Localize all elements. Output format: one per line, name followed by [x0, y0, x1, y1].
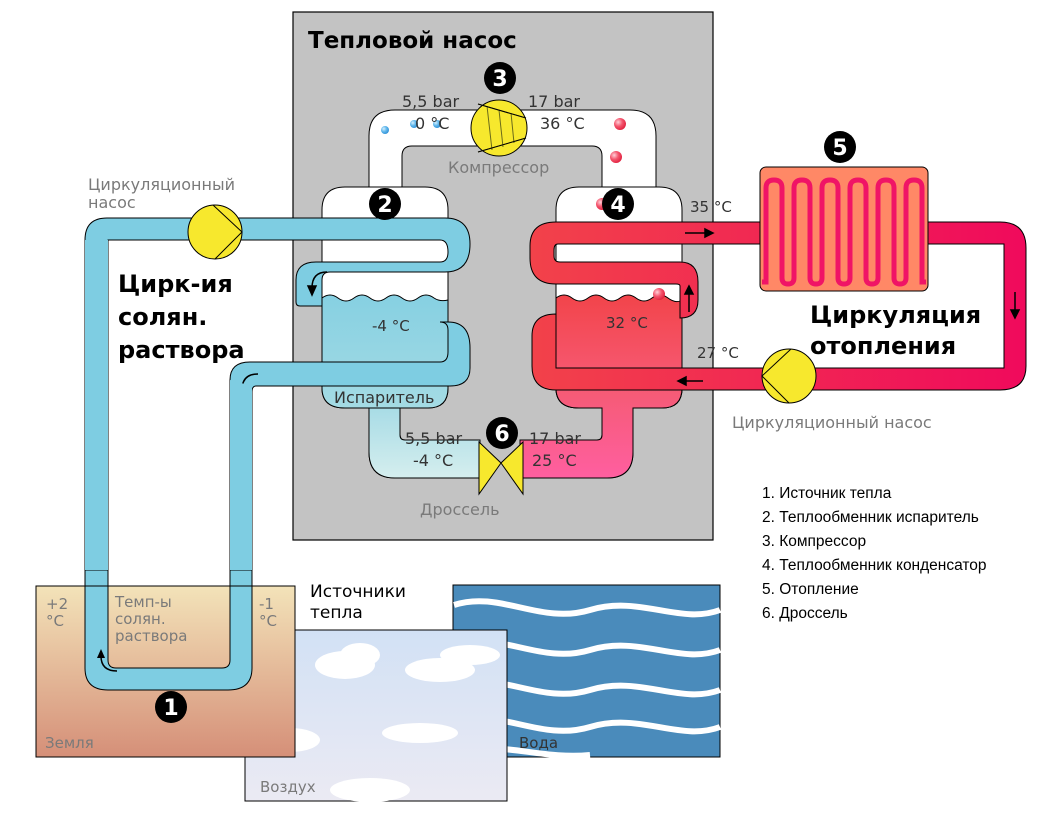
- ground-temp-out-unit: °C: [259, 612, 277, 630]
- compressor-icon: [470, 99, 528, 157]
- svg-text:6: 6: [494, 422, 509, 447]
- legend-item: 4. Теплообменник конденсатор: [762, 557, 987, 574]
- compressor-low-pressure: 5,5 bar: [402, 92, 459, 111]
- throttle-high-pressure: 17 bar: [529, 429, 581, 448]
- badge-6: 6: [486, 417, 518, 449]
- compressor-high-pressure: 17 bar: [528, 92, 580, 111]
- svg-text:2: 2: [377, 193, 392, 218]
- throttle-valve-icon: [478, 440, 524, 496]
- radiator-coil: [762, 177, 926, 287]
- refrigerant-particle-hot: [614, 118, 626, 130]
- heating-supply-temp: 35 °C: [690, 198, 732, 216]
- evaporator-outlet: [368, 407, 481, 479]
- radiator: [759, 166, 929, 292]
- ground-temp-in-value: +2: [46, 595, 68, 613]
- compressor-low-temp: 0 °C: [415, 114, 449, 133]
- svg-text:3: 3: [492, 67, 507, 92]
- compressor-label: Компрессор: [448, 158, 549, 177]
- badge-4: 4: [602, 188, 634, 220]
- throttle-high-temp: 25 °C: [532, 451, 577, 470]
- brine-title-line2: солян.: [118, 303, 207, 331]
- heating-circuit-pipe: [529, 221, 1027, 391]
- brine-temp-label-line2: солян.: [115, 610, 166, 628]
- refrigerant-particle-hot: [653, 288, 665, 300]
- legend-item: 5. Отопление: [762, 581, 859, 598]
- heat-sources-title-line2: тепла: [310, 603, 363, 623]
- legend-item: 2. Теплообменник испаритель: [762, 509, 979, 526]
- badge-5: 5: [824, 131, 856, 163]
- heating-title-line2: отопления: [810, 332, 956, 360]
- brine-title-line3: раствора: [118, 336, 245, 364]
- legend-item: 3. Компрессор: [762, 533, 867, 550]
- legend: 1. Источник тепла 2. Теплообменник испар…: [762, 482, 987, 626]
- refrigerant-hot-gas-line: [368, 109, 657, 197]
- badge-1: 1: [155, 691, 187, 723]
- air-label: Воздух: [260, 778, 316, 796]
- heat-sources-title-line1: Источники: [310, 582, 406, 602]
- throttle-low-pressure: 5,5 bar: [405, 429, 462, 448]
- brine-pump-icon: [187, 204, 243, 260]
- refrigerant-particle-cold: [410, 120, 418, 128]
- compressor-high-temp: 36 °C: [540, 114, 585, 133]
- brine-pump-label-line1: Циркуляционный: [88, 175, 235, 194]
- water-label: Вода: [519, 734, 558, 752]
- throttle-label: Дроссель: [420, 500, 500, 519]
- ground-label: Земля: [45, 734, 94, 752]
- brine-title-line1: Цирк-ия: [118, 270, 233, 298]
- condenser-temp: 32 °C: [606, 314, 648, 332]
- brine-temp-label-line3: раствора: [115, 627, 187, 645]
- throttle-low-temp: -4 °C: [413, 451, 453, 470]
- heating-return-temp: 27 °C: [697, 344, 739, 362]
- heating-title-line1: Циркуляция: [810, 301, 981, 329]
- refrigerant-particle-hot: [610, 151, 622, 163]
- badge-3: 3: [484, 62, 516, 94]
- svg-text:1: 1: [163, 696, 178, 721]
- heat-pump-title: Тепловой насос: [308, 28, 517, 54]
- evaporator-temp: -4 °C: [372, 317, 410, 335]
- heating-pump-icon: [761, 348, 817, 404]
- ground-temp-out-value: -1: [259, 595, 274, 613]
- legend-item: 6. Дроссель: [762, 605, 848, 622]
- brine-temp-label-line1: Темп-ы: [114, 593, 172, 611]
- refrigerant-particle-cold: [433, 120, 441, 128]
- evaporator-label: Испаритель: [334, 388, 434, 407]
- svg-text:5: 5: [832, 136, 847, 161]
- ground-temp-in-unit: °C: [46, 612, 64, 630]
- badge-2: 2: [369, 188, 401, 220]
- heating-pump-label: Циркуляционный насос: [732, 413, 932, 432]
- svg-text:4: 4: [610, 193, 625, 218]
- refrigerant-particle-cold: [381, 126, 389, 134]
- legend-item: 1. Источник тепла: [762, 485, 892, 502]
- brine-pump-label-line2: насос: [88, 193, 136, 212]
